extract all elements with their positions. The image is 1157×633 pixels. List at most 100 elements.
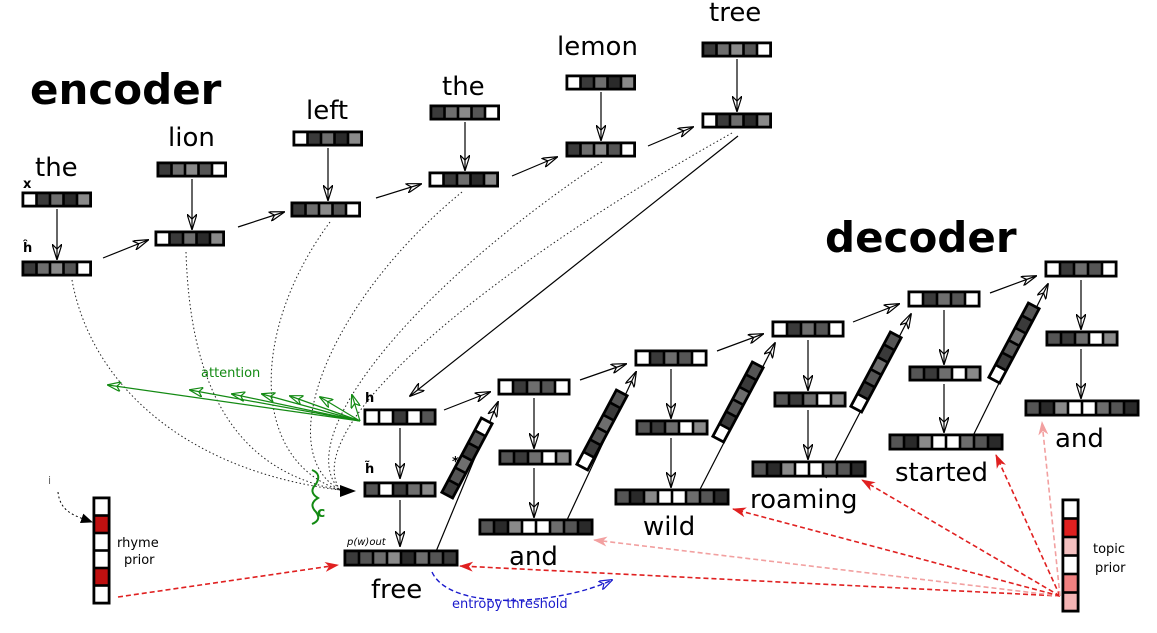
decoder-star-icon: * <box>452 455 459 470</box>
decoder-recurrent-arrow <box>716 334 763 352</box>
rhyme-prior-label-2: prior <box>124 553 155 568</box>
decoder-output-vector <box>1024 399 1140 417</box>
decoder-h-vector <box>363 408 437 426</box>
vector-blocks <box>21 41 1140 613</box>
attention-dotted-line <box>71 279 341 491</box>
decoder-hidden-tilde-vector <box>1045 330 1119 347</box>
decoder-embedding-bar <box>986 301 1042 385</box>
decoder-hidden-tilde-vector <box>773 391 847 408</box>
attention-arrow <box>108 385 361 422</box>
decoder-word-4: roaming <box>750 485 858 515</box>
encoder-hidden-vector <box>290 201 361 218</box>
symbol-h-hat: ĥ <box>22 240 32 256</box>
encoder-input-vector <box>156 161 227 178</box>
decoder-recurrent-arrow <box>852 304 899 323</box>
decoder-output-vector <box>614 488 730 506</box>
attention-arrow <box>232 394 361 422</box>
encoder-word-3: left <box>306 96 348 126</box>
decoder-output-vector <box>343 549 459 567</box>
decoder-output-vector <box>888 433 1004 451</box>
attention-dotted-line <box>270 221 341 491</box>
topic-prior-arrow <box>861 479 1061 597</box>
encoder-word-1: the <box>35 153 78 183</box>
decoder-hidden-tilde-vector <box>635 419 709 436</box>
attention-arrow <box>290 396 361 422</box>
encoder-recurrent-arrow <box>647 127 693 147</box>
decoder-recurrent-arrow <box>989 276 1036 294</box>
decoder-hidden-vector <box>907 290 981 308</box>
encoder-recurrent-arrow <box>511 157 557 177</box>
encoder-recurrent-arrow <box>102 240 148 259</box>
encoder-word-2: lion <box>168 123 215 153</box>
attention-dotted-line <box>185 251 341 491</box>
symbol-h: h <box>365 391 374 406</box>
decoder-title: decoder <box>825 213 1017 262</box>
entropy-threshold-label: entropy threshold <box>452 597 568 612</box>
encoder-input-vector <box>21 191 92 208</box>
entropy-threshold-arrow <box>431 571 612 601</box>
attention-dotted-line <box>328 161 603 491</box>
attention-dotted-line <box>309 191 463 491</box>
topic-prior-arrow <box>732 507 1061 597</box>
rhyme-prior-column <box>92 496 111 605</box>
topic-prior-label-2: prior <box>1095 561 1126 576</box>
symbol-h-tilde: h̃ <box>365 462 375 477</box>
encoder-input-vector <box>292 130 363 147</box>
topic-prior-arrow <box>995 454 1061 597</box>
rhyme-input-arrow <box>57 491 93 524</box>
topic-prior-arrow <box>1038 421 1061 597</box>
decoder-output-vector <box>751 460 867 478</box>
decoder-word-5: started <box>895 458 988 488</box>
decoder-recurrent-arrow <box>443 392 490 411</box>
decoder-hidden-vector <box>497 378 571 396</box>
encoder-recurrent-arrow <box>237 212 284 228</box>
attention-arrow <box>352 395 360 422</box>
rhyme-prior-label-1: rhyme <box>117 536 159 551</box>
encoder-word-5: lemon <box>557 32 638 62</box>
symbol-p-out: p(w)out <box>346 537 387 548</box>
decoder-hidden-vector <box>771 320 845 338</box>
encoder-title: encoder <box>30 65 222 114</box>
encoder-hidden-vector <box>428 171 499 188</box>
decoder-embedding-bar <box>439 416 495 500</box>
context-brace <box>311 469 320 525</box>
encoder-hidden-vector <box>701 112 772 129</box>
attention-label: attention <box>201 366 260 381</box>
decoder-hidden-tilde-vector <box>498 449 572 466</box>
decoder-hidden-vector <box>634 349 708 367</box>
topic-prior-arrow <box>459 561 1061 597</box>
decoder-recurrent-arrow <box>579 364 626 381</box>
connections <box>57 59 1081 601</box>
decoder-hidden-vector <box>1044 260 1118 278</box>
symbol-x: x <box>23 177 32 192</box>
topic-prior-column <box>1061 498 1080 613</box>
decoder-embedding-bar <box>848 330 904 414</box>
attention-arrow <box>190 390 361 422</box>
encoder-input-vector <box>429 104 500 121</box>
decoder-embedding-bar <box>710 360 766 444</box>
attention-arrow <box>320 397 361 422</box>
topic-prior-label-1: topic <box>1093 542 1125 557</box>
context-arrowhead <box>340 485 356 497</box>
encoder-to-decoder-arrow <box>410 135 739 396</box>
symbol-c: c <box>317 505 325 521</box>
encoder-word-6: tree <box>709 0 761 28</box>
decoder-word-2: and <box>509 542 558 572</box>
decoder-h-tilde-vector <box>363 481 437 498</box>
attention-dotted-line <box>333 132 733 491</box>
encoder-input-vector <box>701 41 772 58</box>
decoder-hidden-tilde-vector <box>908 365 982 382</box>
decoder-output-vector <box>478 518 594 536</box>
topic-prior-arrow <box>593 536 1061 597</box>
decoder-word-1: free <box>371 575 422 605</box>
encoder-hidden-vector <box>154 230 225 247</box>
encoder-word-4: the <box>442 72 485 102</box>
rhyme-prior-arrow <box>117 561 339 598</box>
symbol-i: i <box>48 474 51 487</box>
decoder-word-6: and <box>1055 424 1104 454</box>
encoder-hidden-vector <box>21 260 92 277</box>
decoder-word-3: wild <box>643 512 695 542</box>
attention-arrow <box>262 394 361 422</box>
decoder-embedding-bar <box>574 388 630 472</box>
